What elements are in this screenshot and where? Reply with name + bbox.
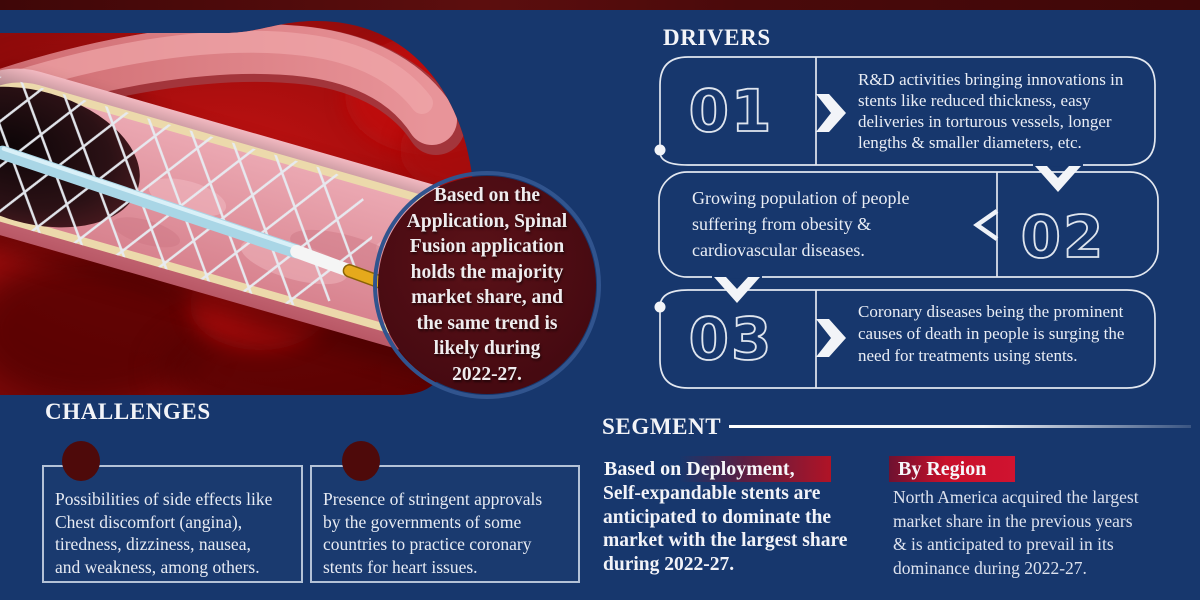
region-highlight: By Region: [889, 456, 1015, 482]
deployment-highlight-label: Based on Deployment,: [604, 457, 795, 480]
driver-text-line: suffering from obesity &: [692, 214, 872, 234]
arrow-down-icon: [1033, 163, 1083, 192]
driver-text-line: stents like reduced thickness, easy: [858, 91, 1091, 110]
callout-circle: [378, 176, 596, 394]
driver-text-line: Coronary diseases being the prominent: [858, 302, 1124, 321]
segment-text-line: during 2022-27.: [603, 553, 735, 575]
driver-number-01: 01: [689, 77, 774, 145]
region-highlight-label: By Region: [898, 457, 987, 480]
segment-text-line: & is anticipated to prevail in its: [893, 534, 1114, 554]
callout-line: Application, Spinal: [406, 210, 568, 232]
deployment-text: Self-expandable stents are anticipated t…: [603, 482, 847, 576]
driver-text-line: Growing population of people: [692, 188, 910, 208]
bullet-circle: [62, 441, 100, 481]
chevron-right-icon: [816, 319, 846, 357]
challenge-text-line: tiredness, dizziness, nausea,: [55, 534, 251, 554]
challenge-text-line: Possibilities of side effects like: [55, 489, 273, 509]
drivers-flow-graphics: 01 02 03: [654, 56, 1159, 389]
driver-text-line: lengths & smaller diameters, etc.: [858, 133, 1082, 152]
segment-text-line: North America acquired the largest: [893, 487, 1139, 507]
segment-heading: SEGMENT: [602, 414, 722, 439]
challenge-text-line: Presence of stringent approvals: [323, 489, 543, 509]
drivers-heading: DRIVERS: [663, 25, 771, 50]
segment-text-line: anticipated to dominate the: [603, 506, 832, 528]
challenge-card-2: [310, 465, 580, 583]
driver-item-2-text: Growing population of people suffering f…: [692, 185, 909, 263]
callout-circle-ring: [373, 171, 601, 399]
connector-dot: [654, 301, 666, 313]
callout-line: market share, and: [411, 287, 563, 308]
driver-text-line: need for treatments using stents.: [858, 346, 1078, 365]
top-accent-bar: [0, 0, 1200, 10]
bullet-circle: [342, 441, 380, 481]
callout-line: Based on the: [433, 185, 541, 206]
driver-number-02: 02: [1021, 203, 1106, 271]
callout-line: Fusion application: [409, 236, 565, 257]
challenge-text-line: by the governments of some: [323, 511, 522, 532]
callout-line: likely during: [433, 338, 541, 359]
driver-text-line: R&D activities bringing innovations in: [858, 70, 1124, 89]
challenge-text-line: stents for heart issues.: [323, 556, 478, 577]
challenge-1-text: Possibilities of side effects like Chest…: [55, 488, 272, 578]
stent-vessel-illustration: [0, 20, 475, 396]
driver-text-line: cardiovascular diseases.: [692, 240, 865, 260]
challenge-text-line: countries to practice coronary: [323, 534, 532, 554]
segment-text-line: market with the largest share: [603, 530, 848, 551]
chevron-right-icon: [816, 94, 846, 132]
callout-line: 2022-27.: [452, 363, 522, 385]
segment-text-line: Self-expandable stents are: [603, 483, 821, 504]
segment-text-line: dominance during 2022-27.: [893, 557, 1087, 578]
callout-line: the same trend is: [416, 312, 558, 334]
challenge-card-1: [42, 465, 303, 583]
driver-item-3-text: Coronary diseases being the prominent ca…: [858, 301, 1124, 367]
region-text: North America acquired the largest marke…: [893, 486, 1139, 580]
challenge-2-text: Presence of stringent approvals by the g…: [323, 488, 542, 578]
challenges-heading: CHALLENGES: [45, 399, 211, 424]
arrow-down-icon: [712, 275, 762, 303]
segment-heading-rule: [729, 425, 1191, 428]
chevron-left-icon: [973, 209, 999, 241]
callout-text: Based on the Application, Spinal Fusion …: [378, 176, 596, 394]
challenge-text-line: and weakness, among others.: [55, 556, 260, 577]
segment-text-line: market share in the previous years: [893, 510, 1133, 531]
driver-text-line: deliveries in torturous vessels, longer: [858, 112, 1112, 131]
driver-number-03: 03: [689, 305, 774, 373]
challenge-text-line: Chest discomfort (angina),: [55, 511, 243, 532]
driver-item-1-text: R&D activities bringing innovations in s…: [858, 69, 1123, 153]
deployment-highlight: Based on Deployment,: [601, 456, 831, 482]
driver-text-line: causes of death in people is surging the: [858, 324, 1125, 343]
connector-dot: [654, 144, 666, 156]
callout-line: holds the majority: [410, 261, 564, 283]
